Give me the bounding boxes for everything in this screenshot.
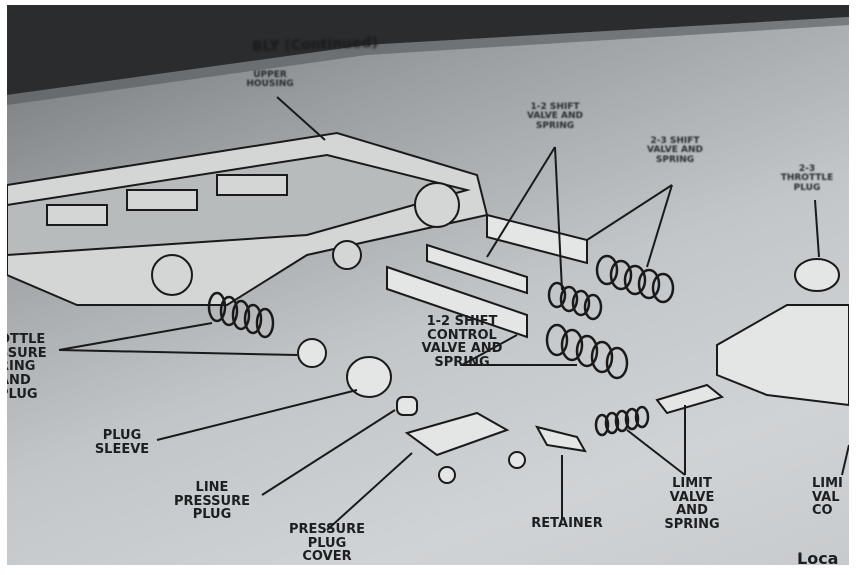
throttle-spring (207, 291, 275, 339)
label-line-pressure: LINE PRESSURE PLUG (173, 480, 250, 523)
manual-page-photo: BLY (Continued) UPPER HOUSING 1-2 SHIFT … (7, 5, 849, 565)
throttle-plug-part (794, 258, 840, 292)
footer-text: Loca (797, 549, 839, 565)
springs (207, 254, 675, 437)
page-shadow (7, 5, 849, 95)
label-limit-cover: LIMI VAL CO (812, 476, 843, 519)
label-retainer: RETAINER (531, 516, 603, 531)
exploded-diagram (7, 5, 849, 531)
control-spring (545, 323, 629, 380)
shift-23-spring (595, 254, 675, 304)
label-pressure-cover: PRESSURE PLUG COVER (288, 522, 365, 565)
label-shift-control: 1-2 SHIFT CONTROL VALVE AND SPRING (421, 314, 503, 370)
label-shift-12: 1-2 SHIFT VALVE AND SPRING (526, 102, 584, 131)
upper-housing (7, 131, 489, 306)
valves (297, 213, 849, 484)
label-throttle-pressure: OTTLE SSURE RING AND PLUG (7, 332, 47, 402)
limit-spring (594, 405, 650, 437)
label-throttle-23: 2-3 THROTTLE PLUG (780, 164, 834, 193)
label-plug-sleeve: PLUG SLEEVE (94, 428, 150, 457)
label-upper-housing: UPPER HOUSING (246, 70, 294, 90)
shift-12-spring (547, 281, 603, 321)
retainer-part (535, 425, 587, 453)
lower-housing (716, 304, 849, 407)
leader-lines (58, 96, 849, 531)
pressure-plug-cover (404, 411, 510, 457)
label-shift-23: 2-3 SHIFT VALVE AND SPRING (646, 136, 704, 165)
label-limit-valve: LIMIT VALVE AND SPRING (664, 476, 720, 532)
